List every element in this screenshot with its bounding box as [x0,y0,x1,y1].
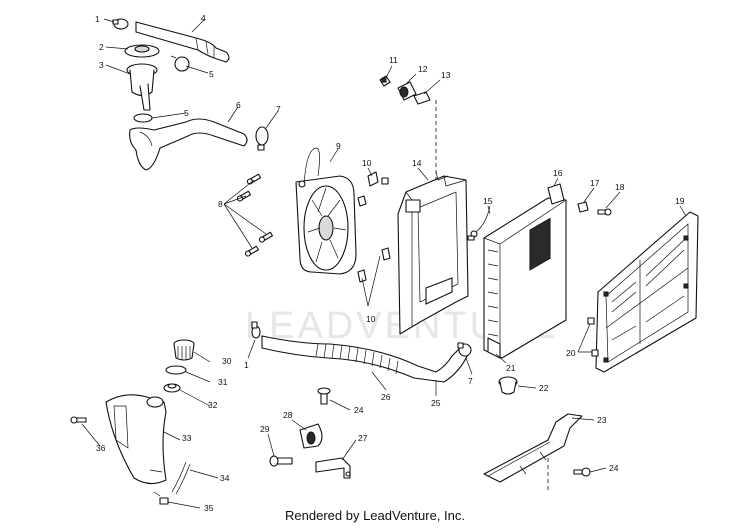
callout-3: 3 [99,60,104,70]
reservoir-cap-30[interactable] [173,339,195,361]
callout-17: 17 [590,178,600,188]
radiator-screen-19[interactable] [595,211,699,373]
callout-21: 21 [506,363,516,373]
bracket-27[interactable] [315,457,351,479]
callout-10: 10 [362,158,372,168]
callout-10: 10 [366,314,376,324]
hose-clamp-5-top[interactable] [170,55,190,72]
radiator-16[interactable] [483,183,567,359]
callout-20: 20 [566,348,576,358]
callout-8: 8 [218,199,223,209]
callout-2: 2 [99,42,104,52]
seal-32[interactable] [163,383,181,393]
callout-35: 35 [204,503,214,513]
callout-25: 25 [431,398,441,408]
callout-1: 1 [244,360,249,370]
callout-33: 33 [182,433,192,443]
bolt-24-lower[interactable] [573,467,591,477]
callout-1: 1 [95,14,100,24]
filler-neck-3[interactable] [126,63,158,111]
hose-6[interactable] [129,118,248,171]
fan-shroud-14[interactable] [397,171,469,335]
clips-10[interactable] [357,171,391,283]
callout-9: 9 [336,141,341,151]
bolt-24-upper[interactable] [317,387,331,405]
callout-6: 6 [236,100,241,110]
callout-24: 24 [354,405,364,415]
fan-assembly-9[interactable] [295,147,357,275]
nut-17[interactable] [577,201,589,213]
callout-14: 14 [412,158,422,168]
callout-19: 19 [675,196,685,206]
coolant-reservoir-33[interactable] [105,394,167,485]
bushing-12[interactable] [397,81,417,101]
clamp-35[interactable] [153,491,169,505]
temp-sensor-15[interactable] [467,205,491,241]
mount-bracket-23[interactable] [483,413,583,483]
vent-tube-34[interactable] [171,461,191,495]
callout-15: 15 [483,196,493,206]
hose-clamp-1-top[interactable] [112,18,129,30]
callout-11: 11 [389,55,398,65]
callout-34: 34 [220,473,230,483]
grommet-28[interactable] [299,423,323,449]
gasket-31[interactable] [165,365,187,375]
hose-clamp-7-top[interactable] [255,126,269,151]
callout-5: 5 [184,108,189,118]
callout-32: 32 [208,400,218,410]
footer-credit: Rendered by LeadVenture, Inc. [285,508,465,523]
grommet-11[interactable] [379,75,391,87]
callout-30: 30 [222,356,232,366]
callout-labels: 1 4 2 3 5 5 6 7 8 9 10 10 11 12 13 14 15… [95,13,685,513]
callout-4: 4 [201,13,206,23]
hose-clamp-7-lower[interactable] [457,342,472,357]
callout-28: 28 [283,410,293,420]
callout-13: 13 [441,70,451,80]
hose-clamp-5-mid[interactable] [133,113,153,123]
callout-22: 22 [539,383,549,393]
hose-clamp-1-lower[interactable] [251,321,261,339]
spacer-13[interactable] [413,91,431,105]
filler-cap-2[interactable] [124,44,160,58]
screw-36[interactable] [70,416,87,424]
upper-hose-4[interactable] [135,21,230,63]
callout-5: 5 [209,69,214,79]
clips-20[interactable] [587,317,599,357]
callout-7: 7 [468,376,473,386]
callout-23: 23 [597,415,607,425]
bolt-29[interactable] [269,455,293,467]
callout-36: 36 [96,443,106,453]
callout-12: 12 [418,64,428,74]
leader-lines [81,18,687,509]
callout-24: 24 [609,463,619,473]
callout-7: 7 [276,104,281,114]
callout-29: 29 [260,424,270,434]
fitting-22[interactable] [498,376,518,395]
callout-26: 26 [381,392,391,402]
screw-18[interactable] [597,208,612,216]
screws-8[interactable] [236,173,274,257]
callout-27: 27 [358,433,368,443]
callout-18: 18 [615,182,625,192]
callout-16: 16 [553,168,563,178]
callout-31: 31 [218,377,228,387]
